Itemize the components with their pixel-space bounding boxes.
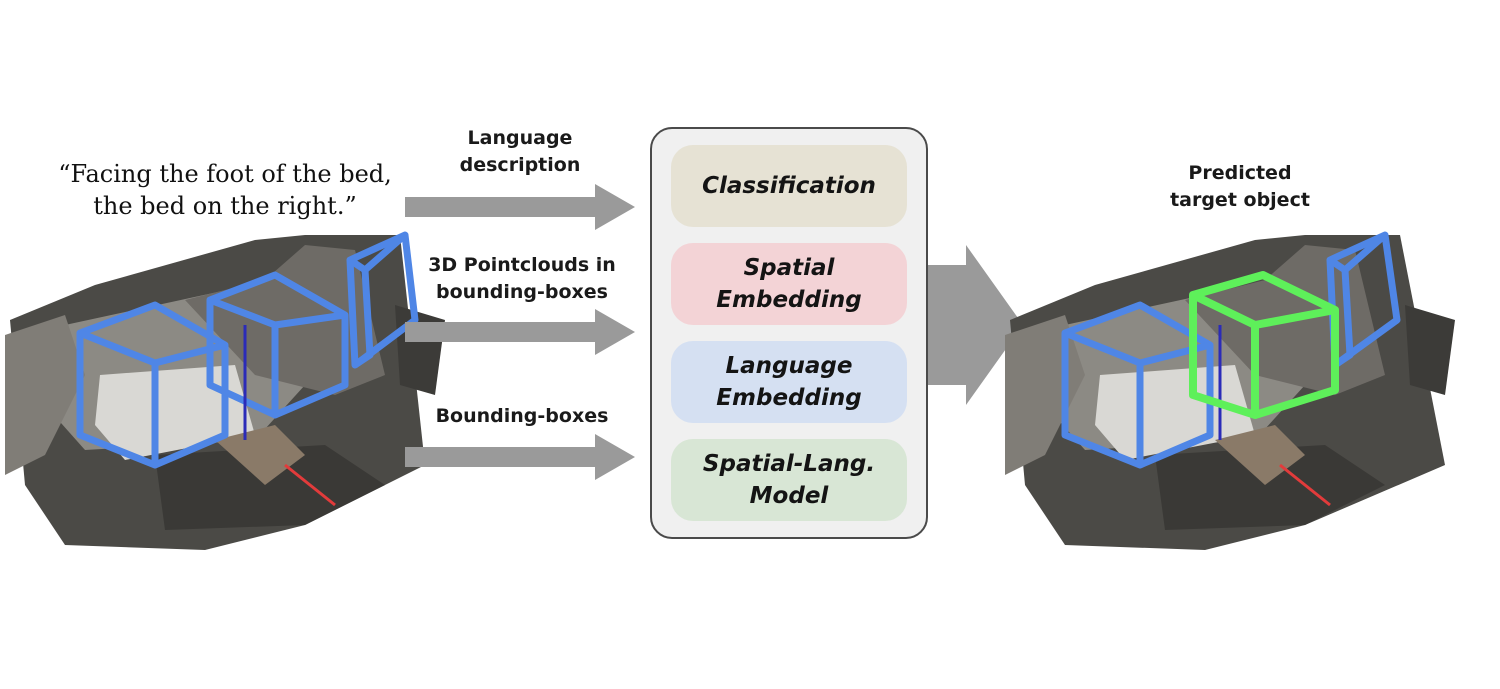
- module-language-embedding: Language Embedding: [671, 341, 907, 423]
- output-label: Predicted target object: [1170, 162, 1310, 211]
- predicted-box-right-bed: [1189, 271, 1339, 419]
- candidate-box-left-bed: [1061, 301, 1214, 469]
- module-spatial-lang-model: Spatial-Lang. Model: [671, 439, 907, 521]
- candidate-box-wardrobe: [346, 231, 419, 369]
- output-scene: [1005, 231, 1455, 550]
- input-label-language: Language description: [459, 127, 581, 176]
- arrow-bounding-boxes: [405, 434, 635, 480]
- input-scene: [5, 231, 445, 550]
- language-query-text: “Facing the foot of the bed, the bed on …: [58, 160, 392, 220]
- arrow-output: [928, 245, 1023, 405]
- arrow-language: [405, 184, 635, 230]
- model-panel: Classification Spatial Embedding Languag…: [650, 127, 928, 539]
- input-label-pointclouds: 3D Pointclouds in bounding-boxes: [428, 254, 616, 303]
- module-classification: Classification: [671, 145, 907, 227]
- input-label-bounding-boxes: Bounding-boxes: [435, 405, 609, 427]
- candidate-box-right-bed: [206, 271, 349, 419]
- candidate-box-left-bed: [76, 301, 229, 469]
- module-spatial-embedding: Spatial Embedding: [671, 243, 907, 325]
- arrow-pointclouds: [405, 309, 635, 355]
